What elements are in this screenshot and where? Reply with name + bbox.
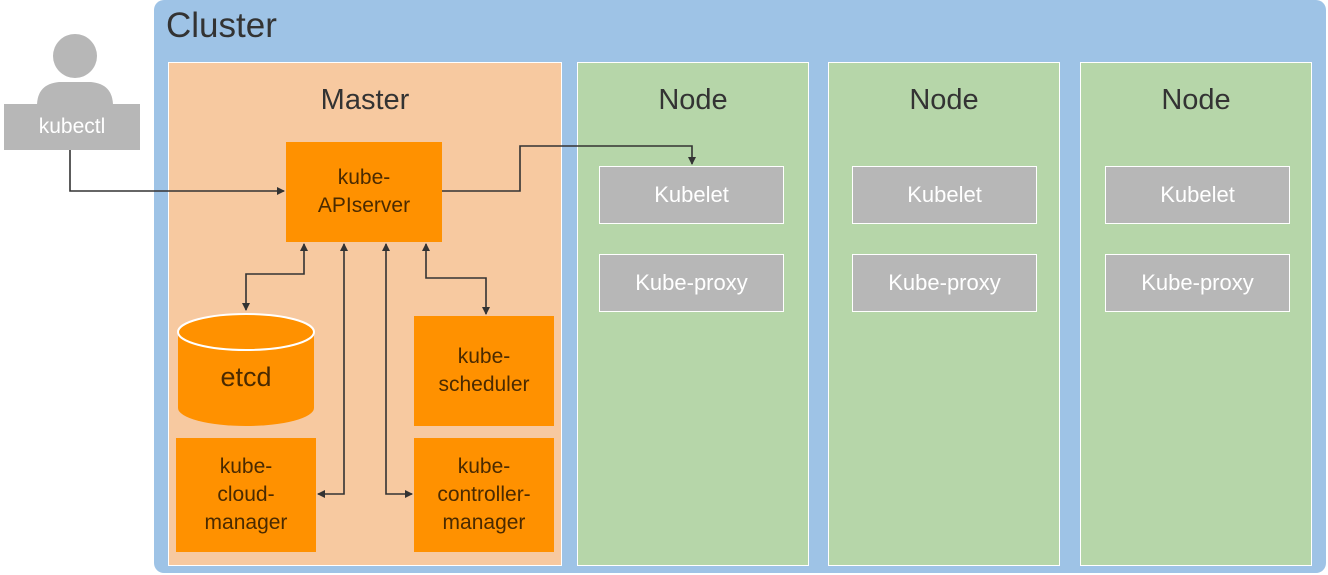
scheduler-label-line: scheduler xyxy=(438,373,530,396)
cloud-manager-label-line: manager xyxy=(204,510,288,534)
kubelet-box: Kubelet xyxy=(1105,166,1290,224)
node-panel xyxy=(828,62,1060,566)
etcd-database: etcd xyxy=(176,312,316,428)
kube-apiserver-box: kube- APIserver xyxy=(286,142,442,242)
controller-manager-label-line: manager xyxy=(442,510,526,534)
kube-cloud-manager-box: kube- cloud- manager xyxy=(176,438,316,552)
connector-apiserver-kubelet xyxy=(442,145,696,192)
cloud-manager-label-line: kube- xyxy=(219,455,273,479)
connector-kubectl-apiserver xyxy=(69,150,285,195)
connector-apiserver-scheduler xyxy=(422,243,490,315)
connector-apiserver-etcd xyxy=(242,243,308,311)
database-icon xyxy=(177,313,315,426)
etcd-label: etcd xyxy=(220,362,272,392)
user-icon xyxy=(4,34,140,150)
kube-controller-manager-box: kube- controller- manager xyxy=(414,438,554,552)
apiserver-label-line: APIserver xyxy=(317,194,411,217)
cloud-manager-label-line: cloud- xyxy=(217,483,275,507)
kubectl-label: kubectl xyxy=(38,115,106,138)
node-panel xyxy=(1080,62,1312,566)
kubectl-user: kubectl xyxy=(4,34,140,150)
controller-manager-label-line: kube- xyxy=(457,455,511,479)
controller-manager-label-line: controller- xyxy=(437,483,531,507)
connector-apiserver-cloud-manager xyxy=(317,243,348,498)
connector-apiserver-controller-manager xyxy=(382,243,413,498)
kube-proxy-box: Kube-proxy xyxy=(599,254,784,312)
kube-proxy-box: Kube-proxy xyxy=(852,254,1037,312)
kubelet-box: Kubelet xyxy=(852,166,1037,224)
cluster-title: Cluster xyxy=(166,6,277,45)
kube-proxy-box: Kube-proxy xyxy=(1105,254,1290,312)
apiserver-label-line: kube- xyxy=(337,166,391,190)
scheduler-label-line: kube- xyxy=(457,345,511,369)
node-title: Node xyxy=(909,84,979,116)
node-title: Node xyxy=(658,84,728,116)
master-title: Master xyxy=(320,84,410,116)
kube-scheduler-box: kube- scheduler xyxy=(414,316,554,426)
kubelet-box: Kubelet xyxy=(599,166,784,224)
node-title: Node xyxy=(1161,84,1231,116)
